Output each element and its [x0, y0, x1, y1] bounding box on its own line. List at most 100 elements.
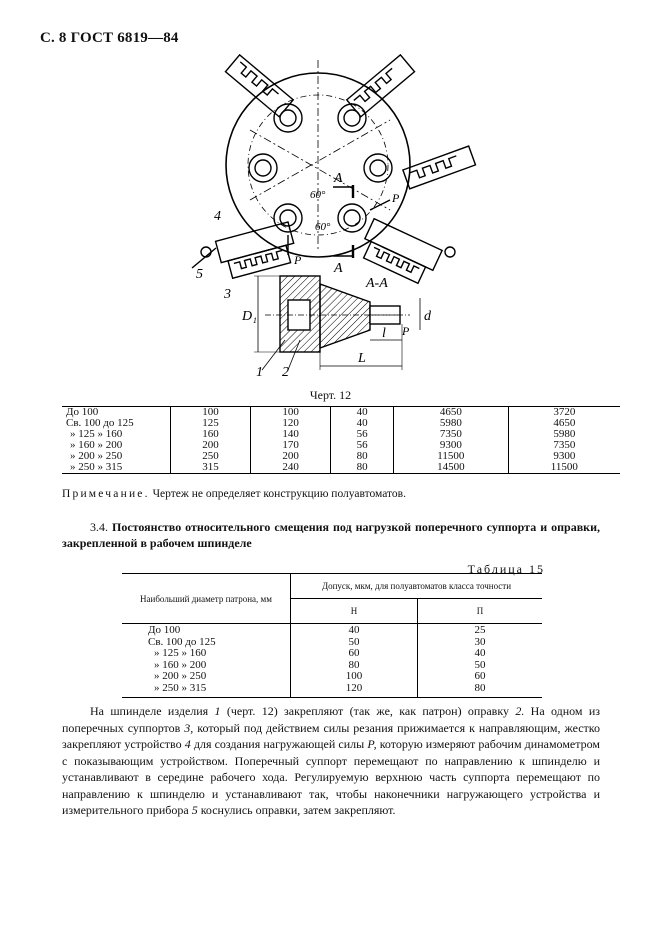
row-label: » 160 » 200	[70, 439, 123, 451]
col-2: 100 120 140 170 200 240	[250, 406, 331, 474]
row-label: » 160 » 200	[154, 658, 207, 671]
cell: 40	[356, 417, 368, 429]
note-text: Чертеж не определяет конструкцию полуавт…	[149, 488, 406, 500]
cell: 25	[474, 624, 486, 636]
text: На шпинделе изделия	[90, 704, 215, 718]
previous-table: До 100 Св. 100 до 125 » 125 » 160 » 160 …	[62, 406, 620, 474]
ref: 5	[191, 803, 198, 817]
cell: 80	[356, 450, 368, 462]
cell: 30	[474, 635, 486, 648]
cell: 250	[202, 450, 219, 462]
cell: 100	[345, 670, 363, 682]
row-label: » 125 » 160	[154, 647, 207, 659]
cell: 60	[348, 647, 360, 659]
cell: 125	[202, 417, 219, 429]
cell: 5980	[553, 428, 576, 440]
row-labels: До 100 Св. 100 до 125 » 125 » 160 » 160 …	[62, 407, 171, 474]
label-n3: 3	[223, 287, 231, 302]
cell: 50	[348, 635, 360, 648]
cell: 160	[202, 428, 219, 440]
col-a-header: Наибольший диаметр патрона, мм	[122, 573, 291, 624]
figure-caption: Черт. 12	[309, 388, 352, 402]
row-label: Св. 100 до 125	[148, 635, 216, 648]
row-label: » 200 » 250	[70, 450, 123, 462]
spindle-circles	[248, 103, 393, 233]
cell: 4650	[439, 406, 462, 418]
label-big-l: L	[357, 351, 366, 366]
section-heading: 3.4. Постоянство относительного смещения…	[62, 519, 600, 551]
ref: 4	[184, 737, 191, 751]
cell: 200	[202, 439, 219, 451]
label-n4: 4	[214, 209, 221, 224]
col-1: 100 125 160 200 250 315	[169, 406, 251, 474]
cell: 5980	[439, 417, 462, 429]
text: (черт. 12) закрепляют (так же, как патро…	[220, 704, 516, 718]
text: коснулись оправки, затем закрепляют.	[197, 803, 396, 817]
row-label: До 100	[148, 624, 181, 636]
cell: 120	[345, 681, 363, 694]
cell: 200	[282, 450, 299, 462]
label-p1: Р	[391, 191, 400, 205]
label-l: l	[382, 326, 386, 341]
cell: 7350	[439, 428, 462, 440]
cell: 315	[202, 461, 219, 473]
body-paragraph: На шпинделе изделия 1 (черт. 12) закрепл…	[62, 703, 600, 819]
section-title: Постоянство относительного смещения под …	[62, 520, 601, 550]
label-n2: 2	[282, 365, 289, 380]
page-header: С. 8 ГОСТ 6819—84	[40, 30, 179, 46]
text: для создания нагружающей силы	[190, 737, 368, 751]
col-5: 3720 4650 5980 7350 9300 11500	[507, 406, 620, 474]
cell: 140	[282, 428, 299, 440]
sub-header-n: Н	[290, 598, 418, 624]
label-angle1: 60°	[310, 189, 326, 201]
cell: 40	[348, 624, 360, 636]
row-labels: До 100 Св. 100 до 125 » 125 » 160 » 160 …	[122, 623, 291, 698]
cell: 4650	[553, 417, 576, 429]
cell: 80	[356, 461, 368, 473]
ref: Р,	[367, 737, 377, 751]
cell: 11500	[550, 461, 578, 473]
table-label: Таблица 15	[467, 562, 545, 576]
text: который под действием силы резания прижи…	[62, 720, 601, 752]
sub-header-p: П	[417, 598, 542, 624]
cell: 3720	[553, 406, 576, 418]
label-a-top: А	[333, 171, 343, 186]
group-header: Допуск, мкм, для полуавтоматов класса то…	[290, 573, 542, 599]
row-label: » 200 » 250	[154, 670, 207, 682]
cell: 14500	[437, 461, 465, 473]
cell: 60	[474, 670, 486, 682]
label-d: d	[424, 309, 432, 324]
ref: 3,	[184, 720, 194, 735]
label-n1: 1	[256, 365, 263, 380]
cell: 100	[202, 406, 219, 418]
label-p3: Р	[401, 324, 410, 338]
cell: 56	[356, 439, 368, 451]
cell: 240	[282, 461, 299, 473]
ref: 2.	[515, 704, 525, 718]
row-label: » 250 » 315	[70, 461, 123, 473]
cell: 40	[474, 647, 486, 659]
label-d1: D₁	[241, 309, 257, 324]
row-label: » 250 » 315	[154, 681, 207, 694]
text: На одном из поперечных суппортов	[62, 704, 601, 735]
note: Примечание. Чертеж не определяет констру…	[62, 488, 406, 500]
cell: 170	[282, 439, 299, 451]
col-3: 40 40 56 56 80 80	[330, 406, 394, 474]
cell: 80	[348, 658, 360, 671]
col-4: 4650 5980 7350 9300 11500 14500	[393, 406, 509, 474]
cell: 100	[282, 406, 299, 418]
cell: 7350	[553, 439, 576, 451]
technical-drawing: А А А-А 60° 60° Р Р Р 4 5 3 1 2 D₁ d l L	[191, 53, 477, 380]
cell: 56	[356, 428, 368, 440]
label-section: А-А	[365, 276, 388, 291]
col-p: 25 30 40 50 60 80	[418, 624, 543, 698]
cell: 11500	[437, 450, 465, 462]
cell: 120	[282, 417, 299, 429]
section-number: 3.4.	[90, 520, 108, 534]
label-n5: 5	[196, 267, 203, 282]
label-a-bottom: А	[333, 261, 343, 276]
row-label: До 100	[66, 406, 99, 418]
cell: 80	[474, 681, 486, 694]
note-label: Примечание.	[62, 488, 150, 500]
col-n: 40 50 60 80 100 120	[290, 623, 418, 698]
